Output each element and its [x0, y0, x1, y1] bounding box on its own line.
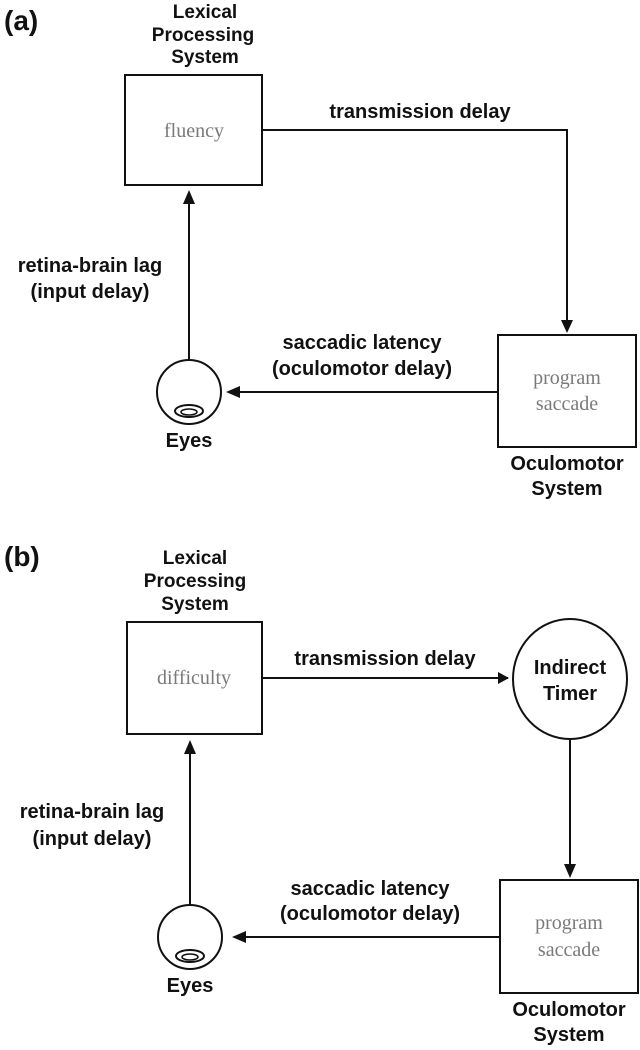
panel-a: (a) Lexical Processing System fluency tr… — [4, 2, 637, 500]
panel-a-lexical-title-line3: System — [171, 47, 239, 68]
panel-a-oculomotor-title-line1: Oculomotor — [510, 453, 624, 475]
panel-a-lexical-box-text: fluency — [164, 120, 224, 142]
panel-b-retina-arrowhead — [184, 740, 196, 754]
panel-b-oculomotor-box-text-line1: program — [535, 912, 603, 934]
panel-a-oculomotor-box — [497, 334, 637, 448]
panel-b-saccadic-label-line2: (oculomotor delay) — [280, 903, 460, 925]
panel-a-oculomotor-box-text-line2: saccade — [536, 393, 598, 415]
panel-a-transmission-arrowhead — [561, 320, 573, 333]
panel-b-oculomotor-title-line1: Oculomotor — [512, 999, 626, 1021]
panel-b-oculomotor-box — [499, 879, 639, 994]
panel-a-retina-arrowhead — [183, 190, 195, 204]
panel-a-lexical-title-line2: Processing — [152, 25, 254, 46]
panel-b-eyes-label: Eyes — [167, 975, 214, 997]
panel-a-pupil-inner — [180, 408, 198, 416]
panel-b-timer-text-line2: Timer — [543, 683, 597, 705]
panel-a-label: (a) — [4, 5, 38, 36]
panel-b-label: (b) — [4, 541, 40, 572]
panel-b-lexical-title-line2: Processing — [144, 571, 246, 592]
panel-b-transmission-arrowhead — [498, 672, 509, 684]
panel-b-oculomotor-box-text-line2: saccade — [538, 939, 600, 961]
panel-a-saccadic-label-line1: saccadic latency — [283, 332, 443, 354]
panel-b-lexical-box — [126, 621, 263, 735]
panel-a-retina-label-line2: (input delay) — [31, 281, 150, 303]
panel-b-oculomotor-title-line2: System — [533, 1024, 604, 1046]
panel-b-transmission-label: transmission delay — [294, 648, 476, 670]
panel-a-transmission-arrow — [262, 129, 568, 322]
panel-b-lexical-title-line3: System — [161, 594, 229, 615]
panel-b-pupil-inner — [181, 953, 199, 961]
panel-b-retina-label-line1: retina-brain lag — [20, 801, 164, 823]
panel-b-indirect-timer-node — [512, 618, 628, 740]
panel-b-timer-text-line1: Indirect — [534, 657, 607, 679]
panel-a-saccadic-label-line2: (oculomotor delay) — [272, 358, 452, 380]
panel-a-lexical-title-line1: Lexical — [173, 2, 237, 23]
panel-a-retina-label-line1: retina-brain lag — [18, 255, 162, 277]
panel-b-timer-oculomotor-arrowhead — [564, 864, 576, 878]
panel-a-oculomotor-title-line2: System — [531, 478, 602, 500]
panel-a-oculomotor-box-text-line1: program — [533, 367, 601, 389]
panel-a-saccadic-arrowhead — [226, 386, 240, 398]
panel-b-lexical-box-text: difficulty — [157, 667, 231, 689]
panel-b-saccadic-arrowhead — [232, 931, 246, 943]
panel-b-retina-label-line2: (input delay) — [33, 828, 152, 850]
panel-b: (b) Lexical Processing System difficulty… — [4, 541, 639, 1046]
panel-a-transmission-label: transmission delay — [329, 101, 511, 123]
panel-a-eyes-label: Eyes — [166, 430, 213, 452]
panel-a-lexical-box — [124, 74, 263, 186]
panel-b-saccadic-label-line1: saccadic latency — [291, 878, 451, 900]
panel-b-lexical-title-line1: Lexical — [163, 548, 227, 569]
